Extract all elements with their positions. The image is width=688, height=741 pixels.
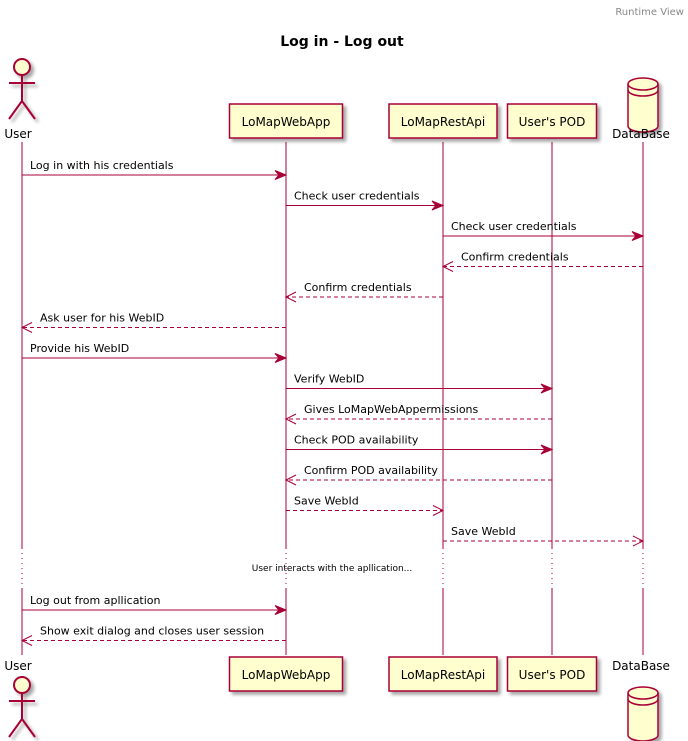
participant-label-restapi-bottom: LoMapRestApi — [401, 668, 485, 682]
message-label: Check user credentials — [451, 220, 577, 233]
participant-box-restapi-top — [388, 103, 498, 139]
message-label: Log out from apllication — [30, 594, 161, 607]
message-arrow — [284, 291, 443, 303]
message-arrow — [22, 170, 288, 180]
message-arrow — [441, 261, 643, 272]
participant-heads: UserUserLoMapWebAppLoMapWebAppLoMapRestA… — [4, 58, 670, 741]
message-label: Show exit dialog and closes user session — [40, 625, 264, 638]
message-label: Log in with his credentials — [30, 159, 174, 172]
divider-label: User interacts with the apllication... — [252, 564, 413, 574]
message-arrow — [286, 444, 554, 455]
message-label: Save WebId — [451, 525, 516, 538]
message-arrow — [443, 231, 645, 241]
participant-label-webapp-bottom: LoMapWebApp — [242, 668, 331, 682]
participant-box-restapi-bottom — [388, 656, 498, 692]
message-label: Provide his WebID — [30, 342, 129, 355]
participant-box-webapp-top — [228, 103, 344, 139]
participant-label-db-top: DataBase — [612, 127, 670, 141]
message-label: Confirm POD availability — [304, 464, 438, 477]
message-arrow — [20, 322, 286, 333]
participant-box-pod-bottom — [506, 656, 598, 692]
message-arrow — [22, 353, 288, 363]
participant-box-webapp-bottom — [228, 656, 344, 692]
message-label: Confirm credentials — [461, 251, 569, 264]
database-db-icon-top — [627, 77, 659, 133]
message-arrow — [284, 474, 552, 486]
message-arrow — [286, 200, 445, 211]
participant-label-user-top: User — [4, 127, 31, 141]
lifelines — [21, 142, 644, 655]
participant-label-restapi-top: LoMapRestApi — [401, 115, 485, 129]
diagram-title: Log in - Log out — [280, 34, 404, 50]
message-arrow — [443, 535, 645, 547]
message-arrow — [284, 413, 552, 425]
actor-user-icon — [8, 58, 36, 738]
message-arrow — [286, 505, 445, 516]
participant-label-pod-bottom: User's POD — [519, 668, 586, 682]
participant-label-pod-top: User's POD — [519, 115, 586, 129]
message-label: Confirm credentials — [304, 281, 412, 294]
participant-label-webapp-top: LoMapWebApp — [242, 115, 331, 129]
message-label: Verify WebID — [294, 373, 364, 386]
page-header: Runtime View — [615, 7, 684, 18]
message-arrow — [22, 605, 288, 615]
participant-label-user-bottom: User — [4, 659, 31, 673]
message-label: Ask user for his WebID — [40, 312, 164, 325]
message-arrow — [20, 635, 286, 646]
message-label: Save WebId — [294, 495, 359, 508]
participant-label-db-bottom: DataBase — [612, 659, 670, 673]
message-label: Check POD availability — [294, 434, 419, 447]
message-arrow — [286, 383, 554, 394]
database-db-icon-bottom — [627, 686, 659, 741]
participant-box-pod-top — [506, 103, 598, 139]
message-label: Check user credentials — [294, 190, 420, 203]
message-label: Gives LoMapWebAppermissions — [304, 403, 479, 416]
